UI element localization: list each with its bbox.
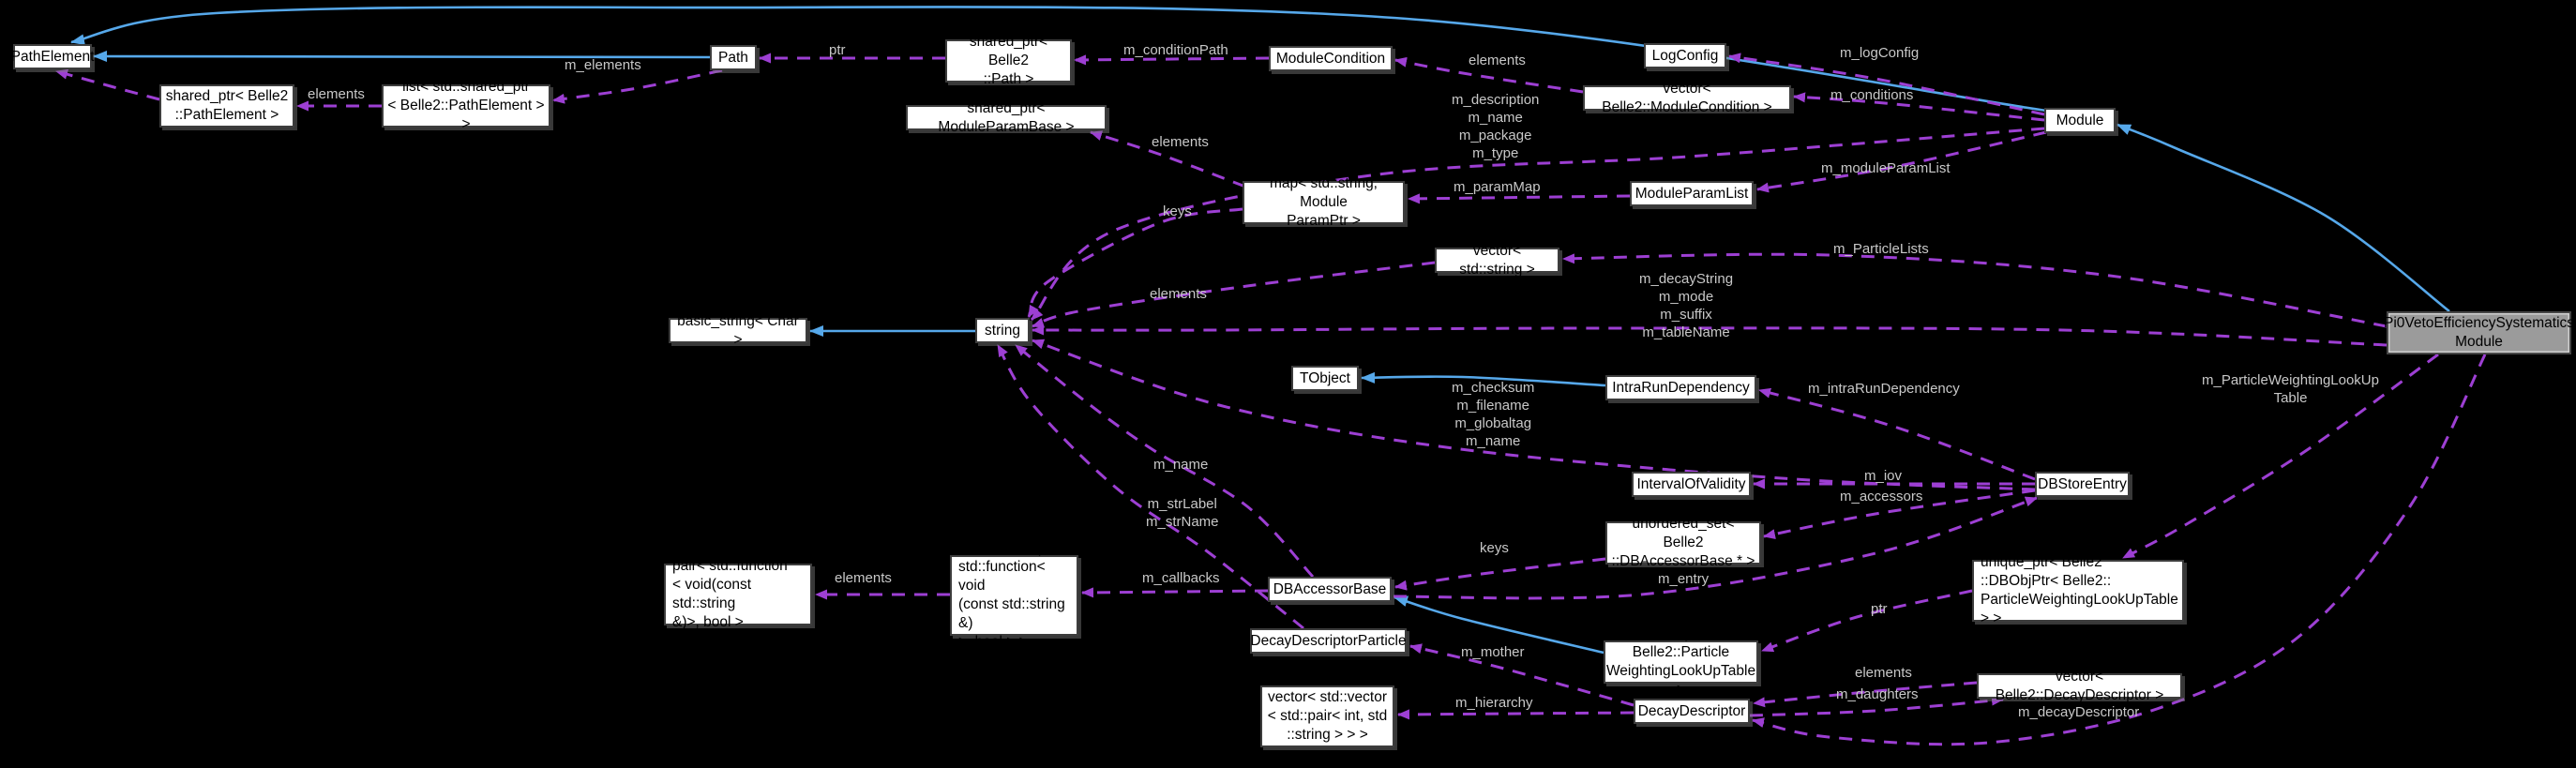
edge-label-unordered-set-dbaccessorbase-to-db-accessor-base: keys xyxy=(1480,540,1509,556)
class-node-pair-function-bool[interactable]: pair< std::function < void(const std::st… xyxy=(664,558,812,630)
edge-label-db-store-entry-to-unordered-set-dbaccessorbase: m_accessors xyxy=(1840,489,1923,504)
edge-vector-string-to-string xyxy=(1032,261,1436,328)
edge-decay-descriptor-to-vector-decay-descriptor xyxy=(1749,695,2004,717)
edge-label-db-store-entry-to-string: m_checksum m_filename m_globaltag m_name xyxy=(1452,380,1535,449)
class-node-tobject[interactable]: TObject xyxy=(1291,366,1359,391)
class-node-db-accessor-base[interactable]: DBAccessorBase xyxy=(1268,577,1392,602)
class-node-list-shared-ptr-pathelement[interactable]: list< std::shared_ptr < Belle2::PathElem… xyxy=(382,79,550,132)
edge-db-store-entry-to-intra-run-dependency xyxy=(1758,387,2036,481)
edge-map-moduleparamptr-to-shared-ptr-moduleparambase xyxy=(1090,130,1246,188)
edge-module-condition-to-shared-ptr-path xyxy=(1074,54,1270,66)
edge-label-module-param-list-to-map-moduleparamptr: m_paramMap xyxy=(1454,179,1541,195)
edge-label-module-condition-to-shared-ptr-path: m_conditionPath xyxy=(1123,42,1228,58)
class-node-shared-ptr-pathelement[interactable]: shared_ptr< Belle2 ::PathElement > xyxy=(159,84,294,128)
edge-intra-run-dependency-to-tobject xyxy=(1361,371,1606,387)
edge-label-pi0-veto-efficiency-systematics-module-to-unique-ptr-dbobjptr: m_ParticleWeightingLookUp Table xyxy=(2202,372,2379,406)
class-node-path[interactable]: Path xyxy=(710,45,757,70)
class-node-unique-ptr-dbobjptr[interactable]: unique_ptr< Belle2 ::DBObjPtr< Belle2:: … xyxy=(1972,554,2184,626)
class-node-vector-module-condition[interactable]: vector< Belle2::ModuleCondition > xyxy=(1583,81,1791,115)
edge-pi0-veto-efficiency-systematics-module-to-vector-string xyxy=(1562,252,2388,328)
edge-dbobjptr-particleweighting-to-db-accessor-base xyxy=(1393,595,1604,655)
edge-pi0-veto-efficiency-systematics-module-to-string xyxy=(1032,324,2388,347)
edge-pi0-veto-efficiency-systematics-module-to-decay-descriptor xyxy=(1752,354,2487,746)
edge-label-vector-pair-function-to-pair-function-bool: elements xyxy=(835,570,892,586)
edge-decay-descriptor-to-vector-vector-pair-int-string xyxy=(1397,709,1634,720)
class-node-decay-descriptor-particle[interactable]: DecayDescriptorParticle xyxy=(1250,628,1407,654)
edge-label-module-to-module-param-list: m_moduleParamList xyxy=(1821,160,1951,176)
edge-shared-ptr-pathelement-to-path-element xyxy=(55,68,160,101)
class-node-vector-vector-pair-int-string[interactable]: vector< std::vector < std::pair< int, st… xyxy=(1260,685,1394,747)
class-node-pi0-veto-efficiency-systematics-module[interactable]: Pi0VetoEfficiencySystematics Module xyxy=(2384,311,2574,354)
edge-label-pi0-veto-efficiency-systematics-module-to-vector-string: m_ParticleLists xyxy=(1833,241,1929,257)
class-node-dbobjptr-particleweighting[interactable]: DBObjPtr< Belle2::Particle WeightingLook… xyxy=(1604,625,1758,698)
class-node-log-config[interactable]: LogConfig xyxy=(1644,43,1726,68)
edge-label-decay-descriptor-to-vector-decay-descriptor: m_daughters xyxy=(1836,686,1919,702)
edge-label-unique-ptr-dbobjptr-to-dbobjptr-particleweighting: ptr xyxy=(1871,601,1888,617)
edge-label-db-accessor-base-to-vector-pair-function: m_callbacks xyxy=(1142,570,1220,586)
edge-module-param-list-to-map-moduleparamptr xyxy=(1408,193,1631,204)
class-node-module-condition[interactable]: ModuleCondition xyxy=(1269,46,1393,71)
edge-db-store-entry-to-unordered-set-dbaccessorbase xyxy=(1763,489,2036,540)
edge-module-to-vector-module-condition xyxy=(1793,92,2045,122)
edge-label-pi0-veto-efficiency-systematics-module-to-string: m_decayString m_mode m_suffix m_tableNam… xyxy=(1639,271,1734,340)
class-node-db-store-entry[interactable]: DBStoreEntry xyxy=(2035,472,2130,497)
class-node-vector-string[interactable]: vector< std::string > xyxy=(1435,243,1559,278)
edge-label-module-to-string: m_description m_name m_package m_type xyxy=(1452,92,1540,161)
edge-unique-ptr-dbobjptr-to-dbobjptr-particleweighting xyxy=(1761,589,1973,653)
class-node-string[interactable]: string xyxy=(975,318,1030,343)
edge-label-list-shared-ptr-pathelement-to-shared-ptr-pathelement: elements xyxy=(308,86,365,102)
class-node-intra-run-dependency[interactable]: IntraRunDependency xyxy=(1605,375,1756,400)
edge-label-map-moduleparamptr-to-shared-ptr-moduleparambase: elements xyxy=(1152,134,1209,150)
class-node-vector-pair-function[interactable]: vector< std::pair< std::function< void (… xyxy=(950,540,1078,650)
edge-label-module-to-log-config: m_logConfig xyxy=(1840,45,1920,61)
edge-label-db-store-entry-to-interval-of-validity: m_iov xyxy=(1864,468,1903,484)
edge-decay-descriptor-to-decay-descriptor-particle xyxy=(1409,643,1634,707)
class-node-path-element[interactable]: PathElement xyxy=(11,44,94,69)
edge-label-db-accessor-base-to-db-store-entry: m_entry xyxy=(1658,571,1710,587)
edge-label-shared-ptr-path-to-path: ptr xyxy=(829,42,846,58)
edge-map-moduleparamptr-to-string xyxy=(1027,207,1243,318)
edge-pi0-veto-efficiency-systematics-module-to-unique-ptr-dbobjptr xyxy=(2122,353,2439,560)
edge-vector-decay-descriptor-to-decay-descriptor xyxy=(1753,681,1978,708)
edge-label-vector-module-condition-to-module-condition: elements xyxy=(1469,53,1526,68)
edge-label-db-store-entry-to-intra-run-dependency: m_intraRunDependency xyxy=(1808,381,1960,397)
edge-label-decay-descriptor-to-vector-vector-pair-int-string: m_hierarchy xyxy=(1455,695,1533,711)
edge-label-decay-descriptor-particle-to-string: m_strLabel m_strName xyxy=(1146,496,1219,530)
edge-label-decay-descriptor-to-decay-descriptor-particle: m_mother xyxy=(1461,644,1525,660)
class-node-module[interactable]: Module xyxy=(2044,108,2116,133)
class-node-interval-of-validity[interactable]: IntervalOfValidity xyxy=(1632,472,1751,497)
edge-label-pi0-veto-efficiency-systematics-module-to-decay-descriptor: m_decayDescriptor xyxy=(2018,704,2140,720)
edge-pi0-veto-efficiency-systematics-module-to-module xyxy=(2117,123,2450,313)
edge-label-db-accessor-base-to-string: m_name xyxy=(1153,457,1209,473)
edge-label-path-to-list-shared-ptr-pathelement: m_elements xyxy=(565,57,641,73)
edge-path-to-list-shared-ptr-pathelement xyxy=(552,68,723,104)
edge-path-to-path-element xyxy=(93,51,711,63)
class-node-map-moduleparamptr[interactable]: map< std::string, Module ParamPtr > xyxy=(1243,175,1405,229)
edge-module-to-string xyxy=(1030,127,2045,322)
class-node-unordered-set-dbaccessorbase[interactable]: unordered_set< Belle2 ::DBAccessorBase *… xyxy=(1605,516,1761,569)
edge-label-vector-decay-descriptor-to-decay-descriptor: elements xyxy=(1855,665,1912,681)
edge-db-accessor-base-to-string xyxy=(1015,343,1315,579)
class-node-basic-string[interactable]: basic_string< Char > xyxy=(669,313,807,348)
class-node-module-param-list[interactable]: ModuleParamList xyxy=(1630,181,1754,206)
class-node-shared-ptr-path[interactable]: shared_ptr< Belle2 ::Path > xyxy=(945,34,1072,87)
edge-label-vector-string-to-string: elements xyxy=(1150,286,1207,302)
edge-label-map-moduleparamptr-to-string: keys xyxy=(1163,203,1192,219)
edge-db-accessor-base-to-vector-pair-function xyxy=(1081,587,1269,598)
edge-db-accessor-base-to-db-store-entry xyxy=(1393,496,2038,600)
class-node-shared-ptr-moduleparambase[interactable]: shared_ptr< ModuleParamBase > xyxy=(906,100,1107,135)
edge-unordered-set-dbaccessorbase-to-db-accessor-base xyxy=(1394,557,1606,591)
class-node-decay-descriptor[interactable]: DecayDescriptor xyxy=(1634,699,1750,724)
edge-label-module-to-vector-module-condition: m_conditions xyxy=(1830,87,1914,103)
class-node-vector-decay-descriptor[interactable]: vector< Belle2::DecayDescriptor > xyxy=(1977,669,2182,703)
edge-decay-descriptor-particle-to-string xyxy=(996,344,1304,630)
edge-vector-module-condition-to-module-condition xyxy=(1394,56,1584,94)
